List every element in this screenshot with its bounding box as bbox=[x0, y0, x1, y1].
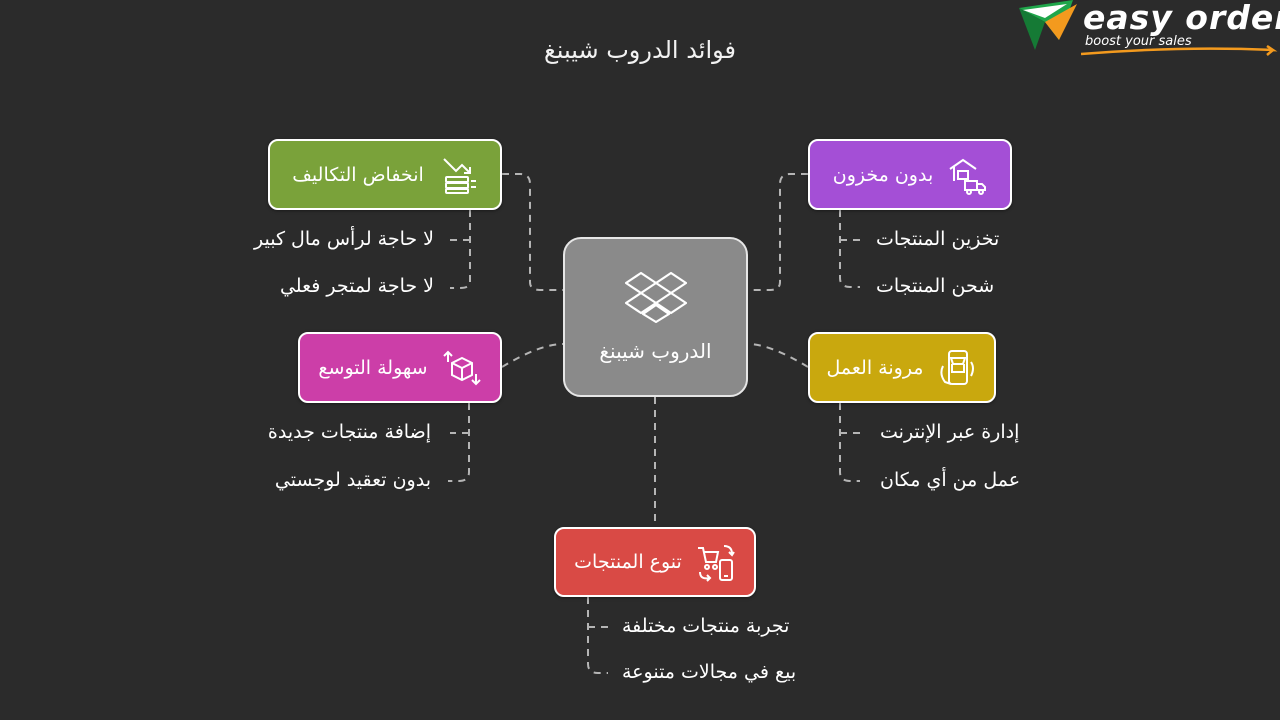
logo-tagline: boost your sales bbox=[1085, 34, 1192, 49]
sub-item-try-different-products: تجربة منتجات مختلفة bbox=[622, 615, 790, 637]
cart-phone-icon bbox=[696, 542, 736, 582]
cost-down-icon bbox=[438, 155, 478, 195]
sub-item-no-physical-store: لا حاجة لمتجر فعلي bbox=[279, 275, 434, 297]
center-node-dropshipping: الدروب شيبنغ bbox=[563, 237, 748, 397]
node-no-inventory: بدون مخزون bbox=[808, 139, 1012, 210]
logo-mark-icon bbox=[1019, 0, 1077, 50]
logo-brand-text: easy orders bbox=[1083, 0, 1280, 37]
warehouse-delivery-icon bbox=[947, 155, 987, 195]
node-label-no-inventory: بدون مخزون bbox=[832, 163, 934, 186]
center-label: الدروب شيبنغ bbox=[599, 339, 712, 363]
node-label-lower-costs: انخفاض التكاليف bbox=[292, 163, 424, 186]
scale-boxes-icon bbox=[442, 348, 482, 388]
sub-item-online-management: إدارة عبر الإنترنت bbox=[880, 421, 1020, 443]
sub-item-work-from-anywhere: عمل من أي مكان bbox=[880, 469, 1021, 491]
sub-item-storing-products: تخزين المنتجات bbox=[876, 228, 1000, 250]
sub-item-no-big-capital: لا حاجة لرأس مال كبير bbox=[254, 228, 434, 250]
node-work-flexibility: مرونة العمل bbox=[808, 332, 996, 403]
sub-item-no-logistics-complexity: بدون تعقيد لوجستي bbox=[274, 469, 431, 491]
mobile-shop-icon bbox=[937, 348, 977, 388]
sub-item-shipping-products: شحن المنتجات bbox=[876, 275, 995, 297]
sub-item-add-new-products: إضافة منتجات جديدة bbox=[267, 421, 431, 443]
node-label-product-variety: تنوع المنتجات bbox=[574, 551, 682, 573]
node-label-easy-scaling: سهولة التوسع bbox=[318, 356, 428, 379]
node-label-work-flexibility: مرونة العمل bbox=[826, 356, 924, 379]
diagram-title: فوائد الدروب شيبنغ bbox=[543, 36, 737, 64]
node-lower-costs: انخفاض التكاليف bbox=[268, 139, 502, 210]
easy-orders-logo: easy orders boost your sales bbox=[1015, 0, 1280, 58]
node-product-variety: تنوع المنتجات bbox=[554, 527, 756, 597]
sub-item-sell-various-fields: بيع في مجالات متنوعة bbox=[622, 661, 797, 683]
node-easy-scaling: سهولة التوسع bbox=[298, 332, 502, 403]
logo-swoosh-icon bbox=[1081, 44, 1278, 56]
dropbox-icon bbox=[624, 271, 687, 323]
